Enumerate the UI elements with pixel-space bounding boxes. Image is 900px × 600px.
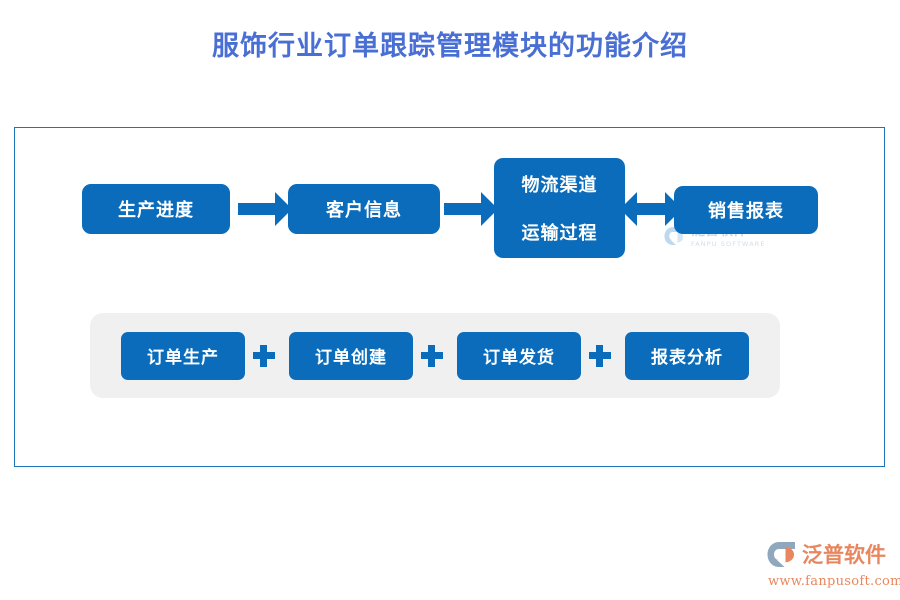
brand-logo: 泛普软件 www.fanpusoft.com (766, 540, 900, 590)
brand-url: www.fanpusoft.com (768, 574, 900, 589)
tag-report-analysis[interactable]: 报表分析 (625, 331, 749, 380)
tag-label: 报表分析 (651, 348, 723, 368)
flow-arrow-1 (238, 192, 292, 226)
tag-order-creation[interactable]: 订单创建 (289, 331, 413, 380)
tag-order-production[interactable]: 订单生产 (121, 331, 245, 380)
arrowhead-left-icon (620, 192, 637, 226)
plus-icon (245, 344, 289, 367)
flow-node-logistics-transport[interactable]: 物流渠道 运输过程 (494, 158, 625, 258)
flow-node-label-line-1: 物流渠道 (521, 175, 598, 196)
tag-order-shipment[interactable]: 订单发货 (457, 331, 581, 380)
diagram-frame (14, 127, 885, 467)
flow-arrow-3-bidirectional (620, 192, 682, 226)
fanpu-logo-icon (767, 542, 795, 567)
flow-node-label: 销售报表 (708, 201, 784, 222)
plus-icon (581, 344, 625, 367)
tag-label: 订单创建 (315, 348, 387, 368)
flow-arrow-2 (444, 192, 498, 226)
arrowhead-right-icon (275, 192, 292, 226)
tag-strip: 订单生产 订单创建 订单发货 报表分析 (90, 313, 780, 398)
flow-node-sales-report[interactable]: 销售报表 (674, 186, 818, 234)
flow-node-label: 生产进度 (118, 200, 194, 221)
flow-node-customer-info[interactable]: 客户信息 (288, 184, 440, 234)
tag-label: 订单发货 (483, 348, 555, 368)
brand-name: 泛普软件 (802, 542, 886, 567)
page-title: 服饰行业订单跟踪管理模块的功能介绍 (212, 31, 688, 62)
plus-icon (413, 344, 457, 367)
tag-label: 订单生产 (147, 348, 219, 368)
brand-logo-row: 泛普软件 (766, 540, 892, 570)
flow-node-production-progress[interactable]: 生产进度 (82, 184, 230, 234)
arrowhead-right-icon (481, 192, 498, 226)
flow-node-label: 客户信息 (326, 200, 402, 221)
flow-node-label-line-2: 运输过程 (521, 223, 598, 244)
